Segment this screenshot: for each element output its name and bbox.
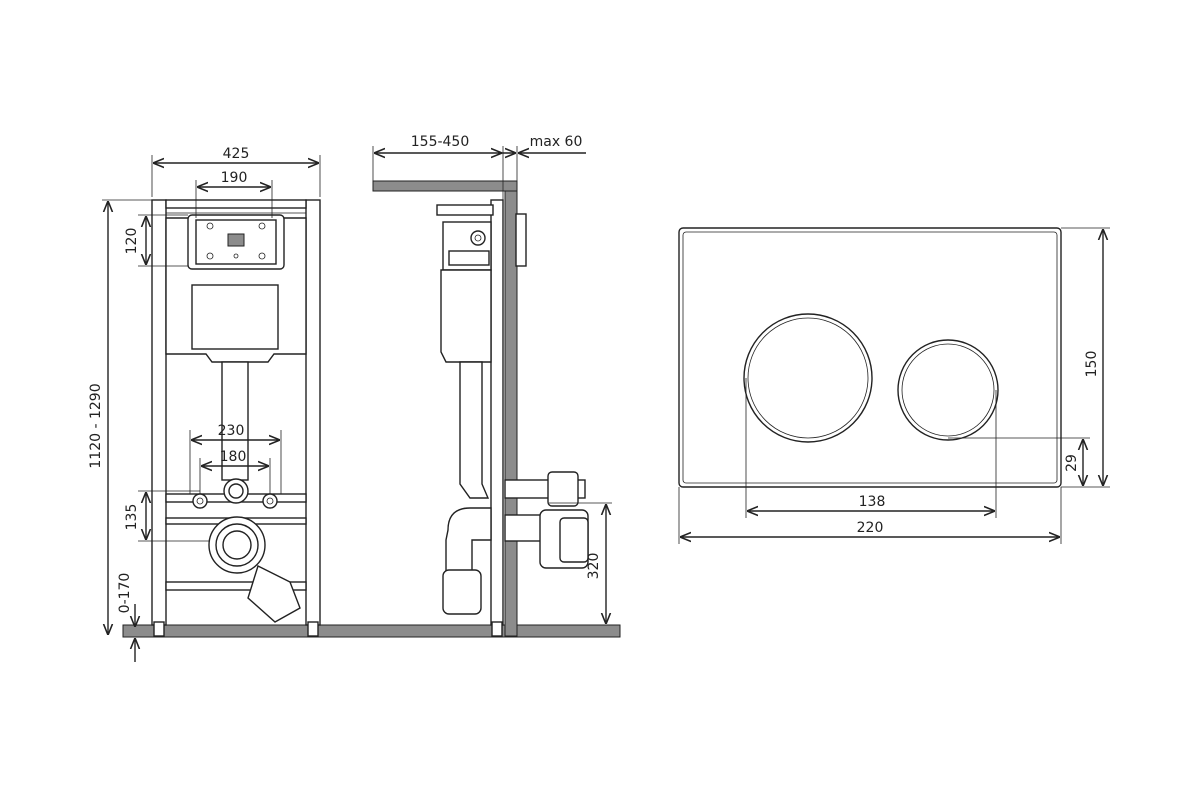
dim-drain-height: 135 <box>124 504 140 531</box>
flush-button-large <box>743 313 873 443</box>
side-view <box>372 180 589 637</box>
drain-elbow <box>247 565 301 623</box>
flush-panel <box>678 227 1062 488</box>
frame-top-rail <box>165 199 307 209</box>
front-floor <box>122 624 621 638</box>
side-dimensions: 155-450 max 60 320 <box>372 134 612 623</box>
front-dimensions: 425 190 120 1120 - 1290 230 180 135 <box>88 146 321 662</box>
side-frame-post <box>490 199 504 626</box>
dim-plate-width: 190 <box>221 170 248 186</box>
frame-right-foot <box>307 621 319 637</box>
dim-panel-width: 220 <box>857 520 884 536</box>
inspection-cover <box>191 284 279 350</box>
dim-stud-inner: 180 <box>220 449 247 465</box>
dim-max-wall: max 60 <box>530 134 583 150</box>
dim-button-offset: 29 <box>1064 454 1080 472</box>
panel-dimensions: 150 29 138 220 <box>678 227 1110 544</box>
side-actuator-sleeve <box>515 213 527 267</box>
front-view <box>122 199 621 638</box>
dim-button-spacing: 138 <box>859 494 886 510</box>
frame-left-post <box>151 199 167 626</box>
stud-bolt-right <box>262 493 278 509</box>
dim-outlet-height: 320 <box>586 553 602 580</box>
side-cistern <box>440 269 492 363</box>
side-flush-pipe <box>459 361 490 499</box>
dim-frame-width: 425 <box>223 146 250 162</box>
side-wall <box>504 190 518 637</box>
stud-bolt-left <box>192 493 208 509</box>
dim-panel-height: 150 <box>1084 351 1100 378</box>
side-top-beam <box>372 180 518 192</box>
dim-stud-outer: 230 <box>218 423 245 439</box>
flush-button-small <box>897 339 999 441</box>
frame-right-post <box>305 199 321 626</box>
dim-wall-depth: 155-450 <box>411 134 470 150</box>
dim-leg-adjust: 0-170 <box>117 573 133 614</box>
frame-left-foot <box>153 621 165 637</box>
dim-plate-height: 120 <box>124 228 140 255</box>
dim-total-height: 1120 - 1290 <box>88 383 104 468</box>
flush-panel-view <box>678 227 1062 488</box>
